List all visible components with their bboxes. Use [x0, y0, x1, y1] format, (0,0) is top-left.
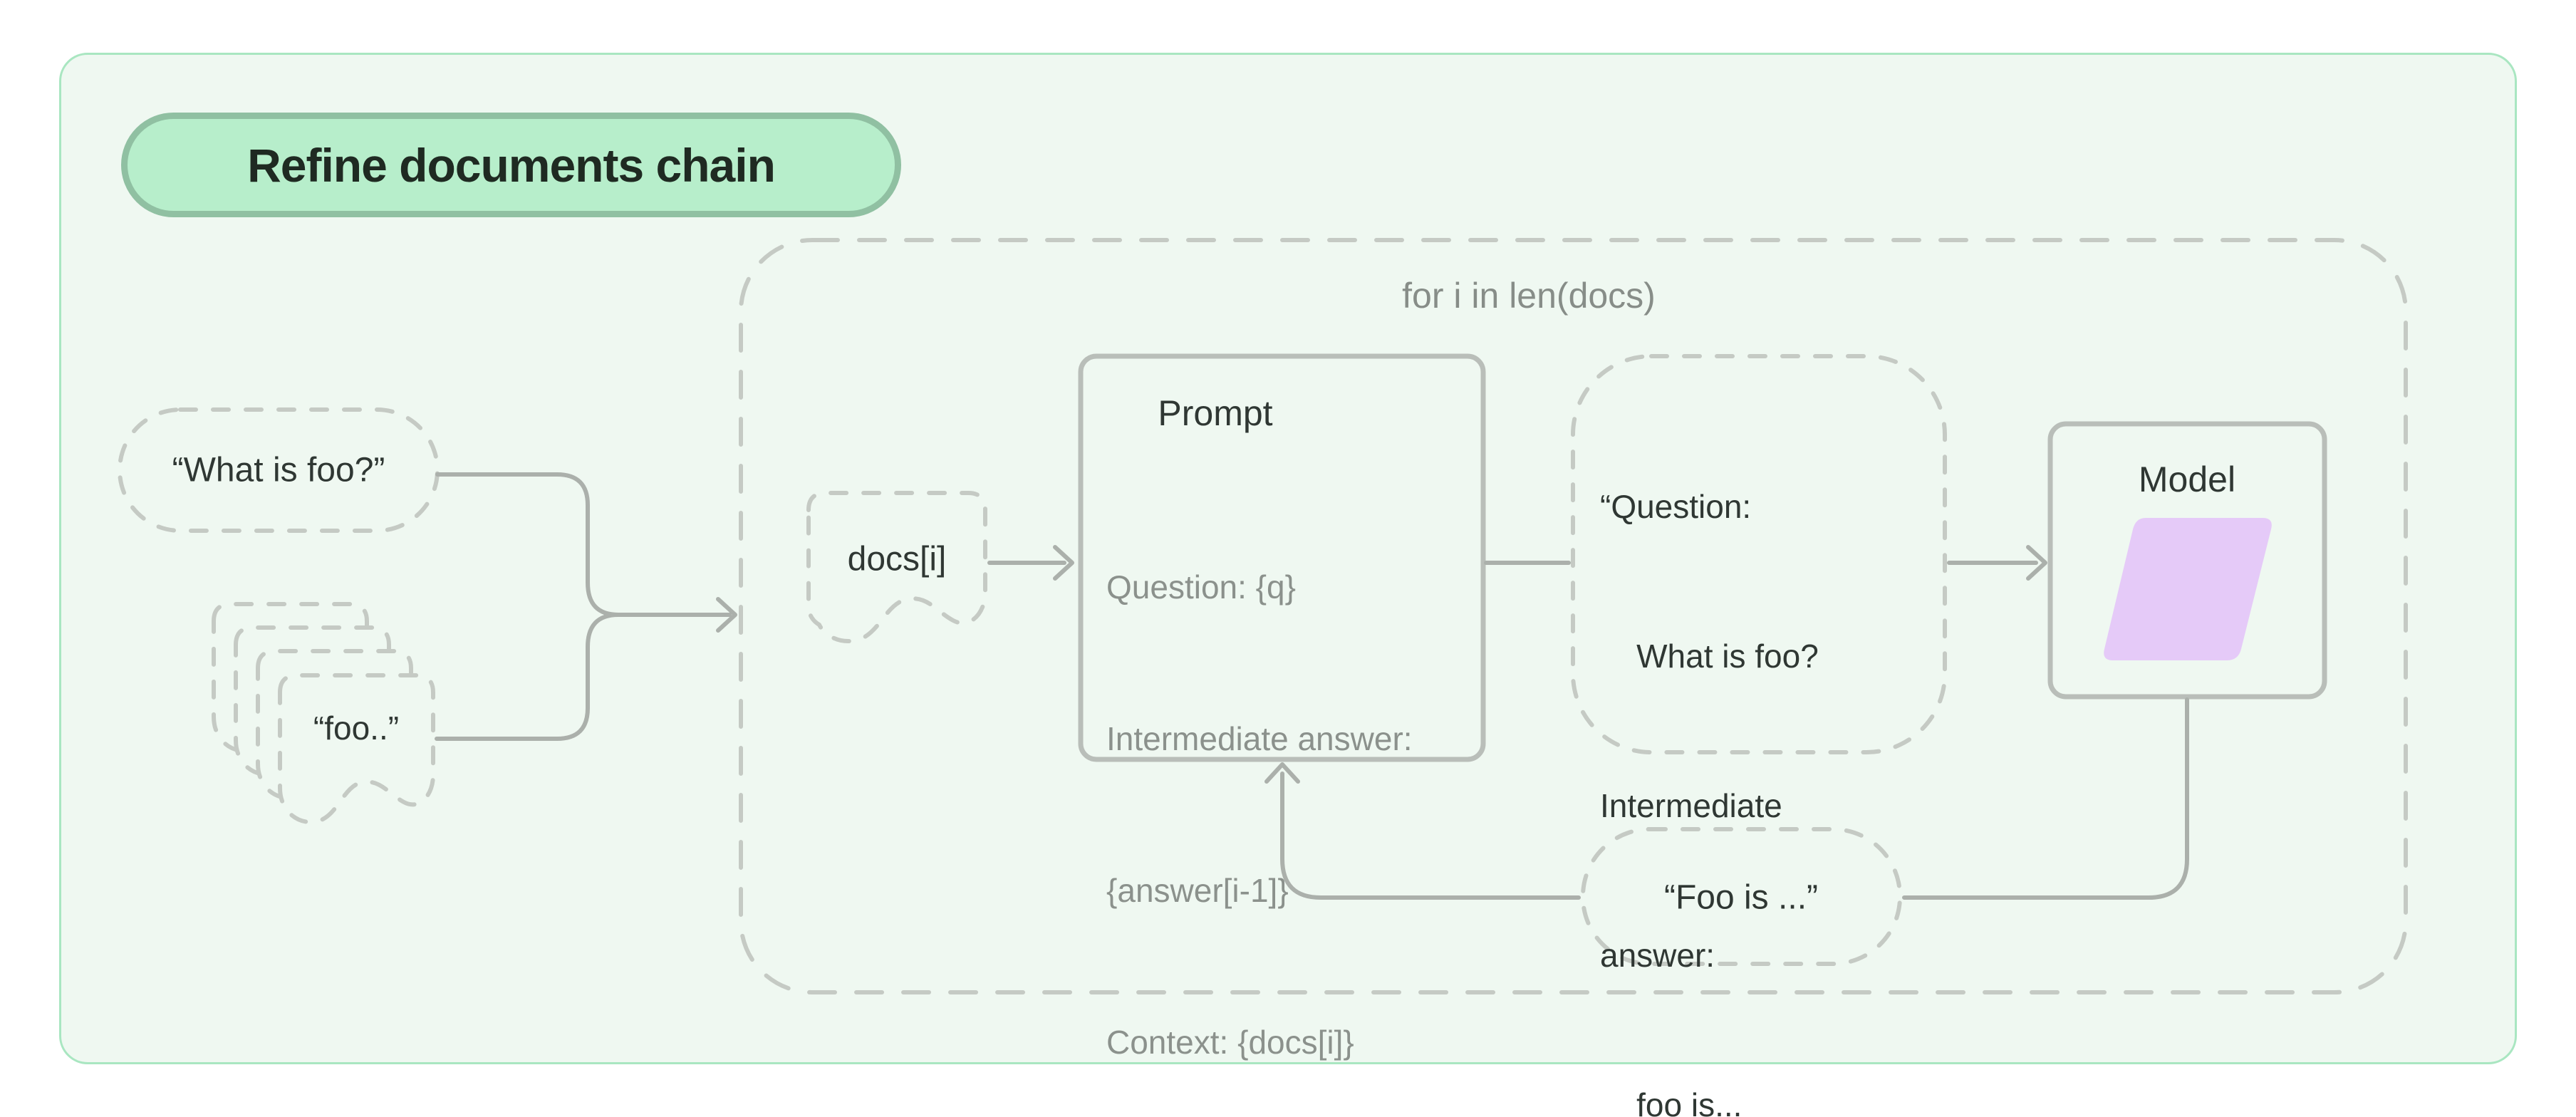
- connector-answer-prompt: [1280, 771, 1581, 900]
- title-badge: Refine documents chain: [121, 113, 901, 217]
- arrowhead-right-icon: [716, 597, 737, 633]
- arrowhead-up-icon: [1264, 762, 1300, 784]
- connector-question-merge: [435, 472, 732, 617]
- answer-pill-label: “Foo is ...”: [1663, 878, 1819, 917]
- model-title: Model: [2138, 459, 2236, 499]
- filled-prompt-line: foo is...: [1600, 1086, 1743, 1117]
- doc-item-shape: [806, 491, 987, 643]
- question-pill-shape: [118, 407, 440, 533]
- answer-pill-shape: [1581, 827, 1902, 966]
- prompt-title: Prompt: [1158, 393, 1273, 433]
- prompt-box-shape: [1078, 353, 1486, 762]
- doc-item-label: docs[i]: [847, 540, 947, 578]
- filled-prompt-bubble-shape: [1571, 354, 1947, 754]
- title-text: Refine documents chain: [247, 138, 776, 192]
- question-pill-label: “What is foo?”: [172, 451, 385, 489]
- model-parallelogram: [2104, 518, 2272, 660]
- document-stack-shape-4: [278, 673, 435, 825]
- model-box-shape: [2047, 421, 2327, 700]
- prompt-line: Intermediate answer:: [1106, 720, 1413, 757]
- prompt-line: Context: {docs[i]}: [1106, 1024, 1354, 1061]
- filled-prompt-line: Intermediate: [1600, 787, 1782, 824]
- filled-prompt-line: What is foo?: [1600, 638, 1819, 675]
- arrowhead-right-icon: [2026, 545, 2047, 581]
- filled-prompt-line: answer:: [1600, 937, 1715, 974]
- filled-prompt-body: “Question: What is foo? Intermediate ans…: [1600, 382, 1819, 1117]
- prompt-line: {answer[i-1]}: [1106, 872, 1289, 909]
- document-stack-label: “foo..”: [313, 710, 400, 747]
- arrowhead-right-icon: [1053, 545, 1074, 581]
- loop-container-box: [739, 238, 2408, 994]
- prompt-line: Question: {q}: [1106, 568, 1296, 606]
- loop-label: for i in len(docs): [1402, 276, 1656, 316]
- filled-prompt-line: “Question:: [1600, 488, 1752, 525]
- connector-model-answer: [1902, 697, 2189, 900]
- prompt-body: Question: {q} Intermediate answer: {answ…: [1106, 461, 1413, 1117]
- connector-docs-merge: [435, 613, 620, 741]
